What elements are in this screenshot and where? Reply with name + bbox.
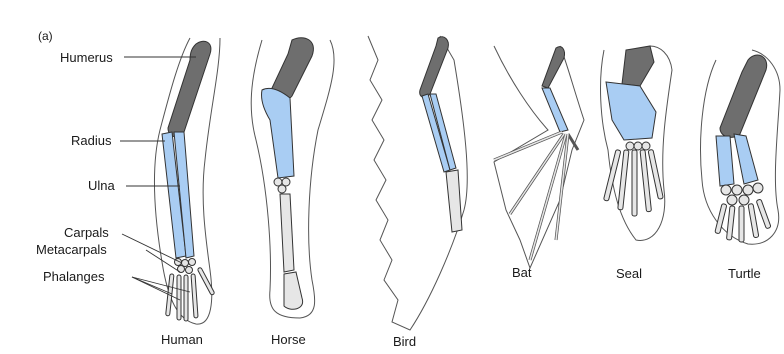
seal-humerus xyxy=(622,46,654,86)
seal-digits xyxy=(603,149,663,216)
human-digits xyxy=(166,267,215,321)
animal-label-bird: Bird xyxy=(393,335,416,348)
turtle-ulna xyxy=(734,134,758,184)
seal-flipper xyxy=(601,46,672,240)
label-humerus: Humerus xyxy=(60,51,113,64)
panel-label: (a) xyxy=(38,30,53,42)
human-humerus xyxy=(168,41,211,137)
bat-radius-ulna xyxy=(542,88,568,132)
horse-cannon-bone xyxy=(280,194,294,272)
label-carpals: Carpals xyxy=(64,226,109,239)
animal-label-turtle: Turtle xyxy=(728,267,761,280)
label-radius: Radius xyxy=(71,134,111,147)
animal-label-bat: Bat xyxy=(512,266,532,279)
bat-fingers-fill xyxy=(494,132,568,260)
turtle-flipper xyxy=(701,50,780,244)
label-phalanges: Phalanges xyxy=(43,270,104,283)
animal-label-horse: Horse xyxy=(271,333,306,346)
horse-carpals xyxy=(274,178,290,193)
label-ulna: Ulna xyxy=(88,179,115,192)
animal-label-seal: Seal xyxy=(616,267,642,280)
horse-phalanges xyxy=(284,272,303,309)
bat-humerus xyxy=(542,47,565,88)
horse-radius-ulna xyxy=(261,88,294,178)
seal-radius-ulna xyxy=(606,82,656,140)
horse-forelimb xyxy=(251,38,334,318)
animal-label-human: Human xyxy=(161,333,203,346)
turtle-radius xyxy=(716,136,734,186)
seal-carpals xyxy=(626,142,650,150)
turtle-digits xyxy=(715,199,771,242)
turtle-humerus xyxy=(720,55,767,137)
bat-wing xyxy=(494,46,584,268)
bird-humerus xyxy=(420,37,449,98)
bird-hand xyxy=(446,170,462,232)
label-metacarpals: Metacarpals xyxy=(36,243,107,256)
bat-wing-membrane xyxy=(494,46,584,268)
leader-carpals xyxy=(122,234,182,263)
bird-wing xyxy=(368,36,467,330)
human-forelimb xyxy=(154,38,220,324)
